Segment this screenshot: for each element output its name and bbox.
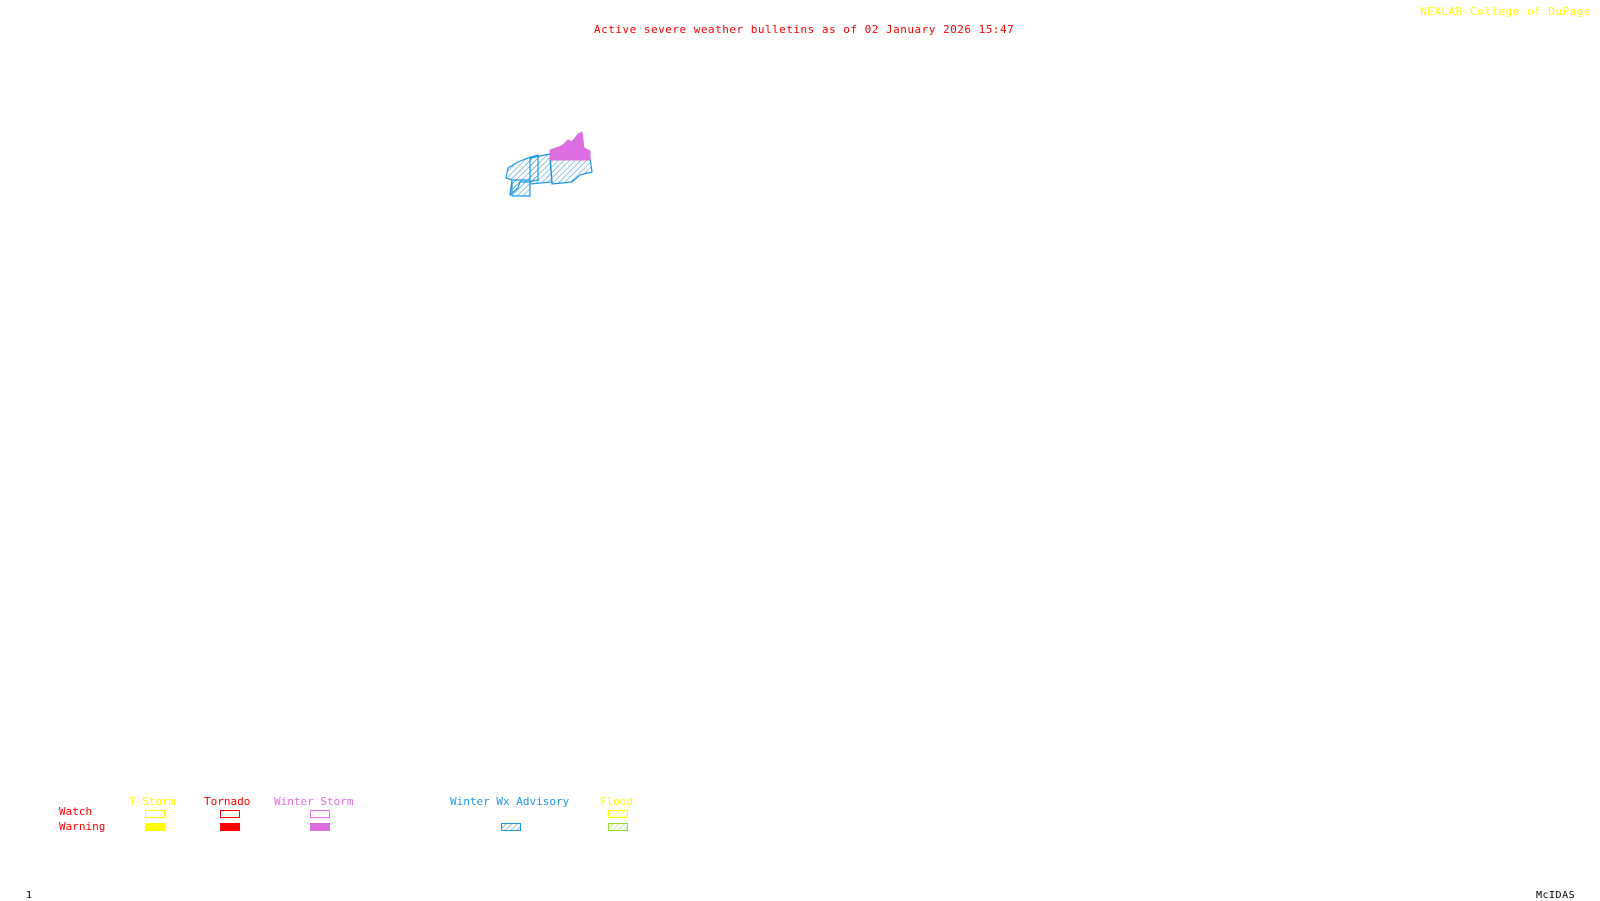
legend-winter-storm-warning-swatch (310, 823, 330, 831)
frame-number: 1 (26, 890, 33, 901)
legend-tornado-watch-swatch (220, 810, 240, 818)
legend-winter-wx-advisory-swatch (501, 823, 521, 831)
legend-flood-label: Flood (600, 795, 634, 808)
legend-tornado-label: Tornado (204, 795, 251, 808)
legend-tornado-warning-swatch (220, 823, 240, 831)
legend-tstorm-label: T-Storm (129, 795, 176, 808)
legend-row-warning: Warning (59, 820, 106, 833)
software-label: McIDAS (1536, 890, 1576, 901)
credit-label: NEXLAB-College of DuPage (1420, 5, 1591, 18)
legend-flood-watch-swatch (608, 810, 628, 818)
legend-tstorm-watch-swatch (145, 810, 165, 818)
bulletin-title: Active severe weather bulletins as of 02… (594, 23, 1015, 36)
legend-winter-storm-label: Winter Storm (274, 795, 354, 808)
winter-storm-warning-area (549, 131, 591, 161)
legend-winter-wx-advisory-label: Winter Wx Advisory (450, 795, 570, 808)
legend-flood-warning-swatch (608, 823, 628, 831)
legend-row-watch: Watch (59, 805, 93, 818)
winter-wx-advisory-area (505, 153, 593, 197)
legend-winter-storm-watch-swatch (310, 810, 330, 818)
legend-tstorm-warning-swatch (145, 823, 165, 831)
